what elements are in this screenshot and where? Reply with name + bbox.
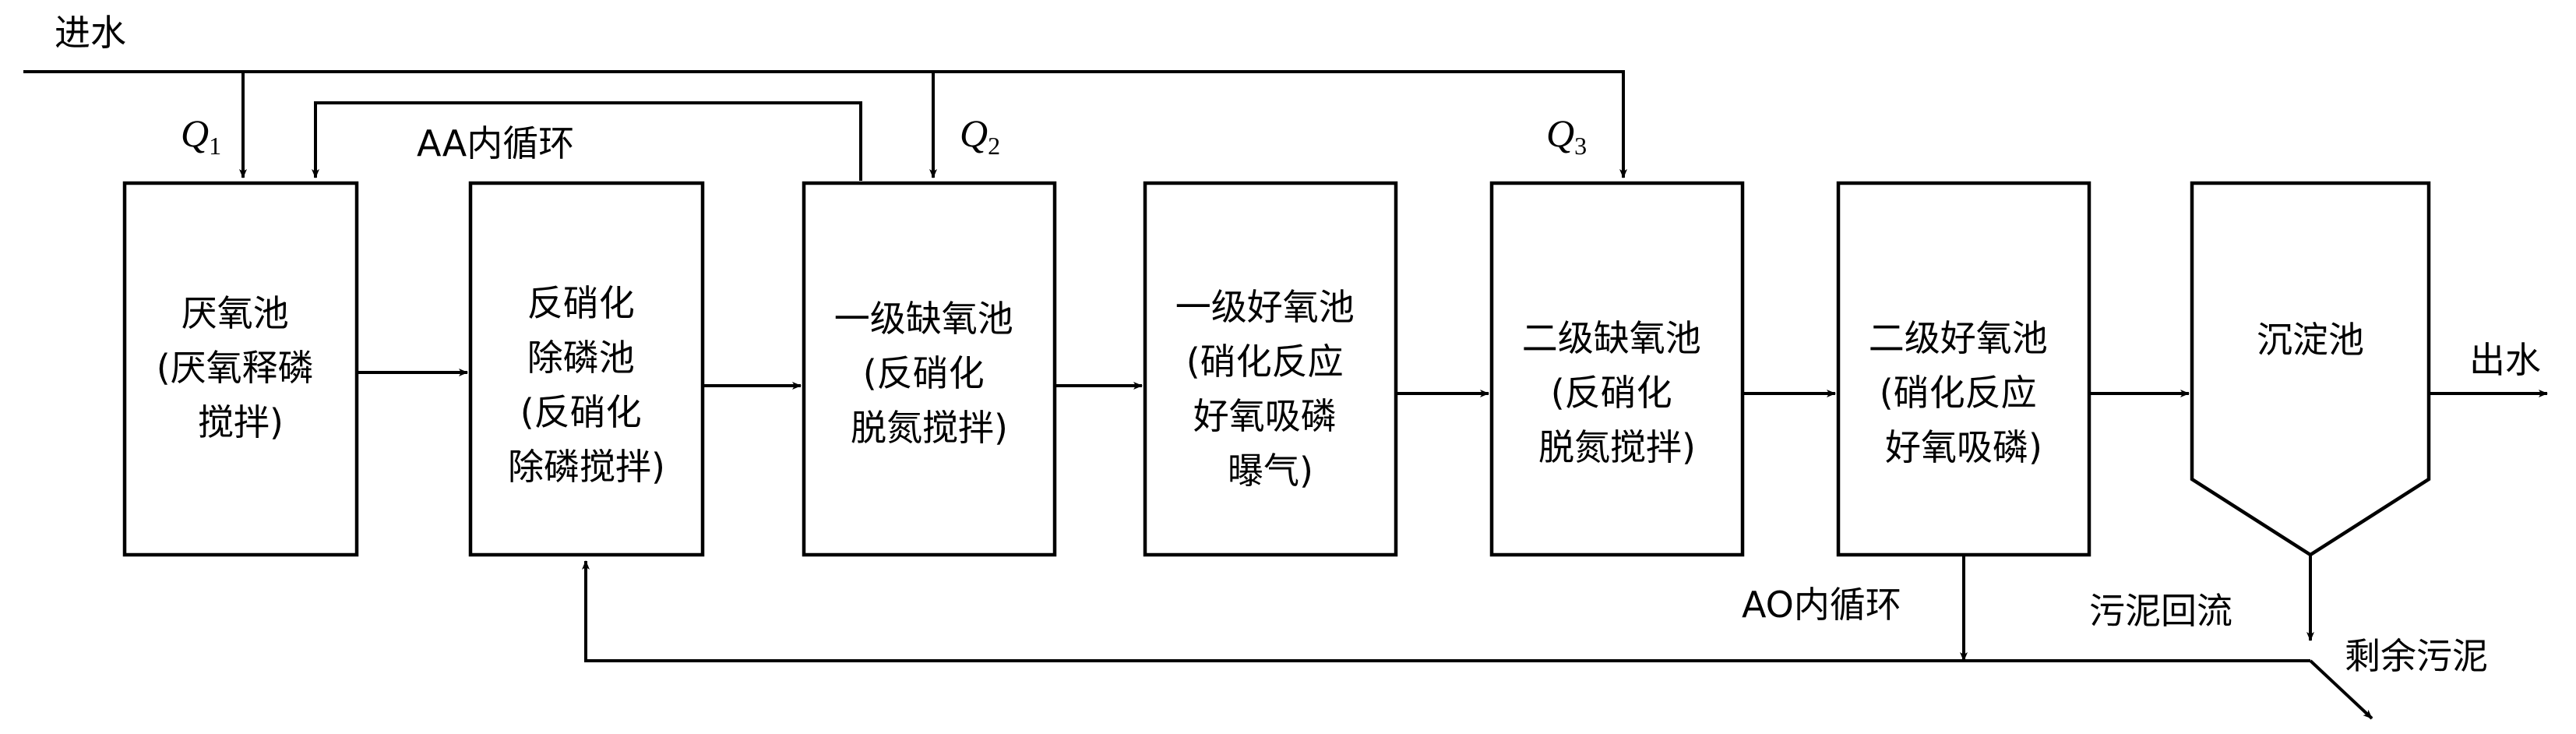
clarifier-label: 沉淀池 [2257, 319, 2364, 361]
aa-recycle-label: AA内循环 [417, 122, 574, 164]
outflow-label: 出水 [2469, 339, 2541, 381]
tank-anoxic-1 [802, 181, 1057, 557]
sludge-return-label: 污泥回流 [2089, 590, 2232, 632]
tank-aerobic-1-label: 一级好氧池 (硝化反应 好氧吸磷 曝气) [1175, 286, 1366, 492]
q1-label: Q1 [181, 111, 221, 160]
return-line [582, 560, 2310, 662]
inflow-line [23, 70, 1627, 178]
excess-sludge-label: 剩余污泥 [2345, 635, 2488, 677]
ao-recycle-label: AO内循环 [1742, 584, 1901, 626]
tank-aerobic-2 [1836, 181, 2091, 557]
tank-denitrifying-p-removal-label: 反硝化 除磷池 (反硝化 除磷搅拌) [508, 282, 665, 488]
tank-anaerobic [122, 181, 359, 557]
q2-label: Q2 [960, 111, 1000, 160]
aa-recycle-line [312, 101, 862, 181]
clarifier [2190, 181, 2431, 557]
tank-aerobic-2-label: 二级好氧池 (硝化反应 好氧吸磷) [1869, 317, 2060, 468]
inflow-label: 进水 [55, 12, 126, 54]
excess-sludge-arrow [2309, 659, 2373, 720]
tank-anoxic-2-label: 二级缺氧池 (反硝化 脱氮搅拌) [1522, 317, 1713, 468]
tank-anoxic-1-label: 一级缺氧池 (反硝化 脱氮搅拌) [834, 298, 1025, 449]
q3-label: Q3 [1546, 111, 1587, 160]
tank-anaerobic-label: 厌氧池 (厌氧释磷 搅拌) [157, 292, 326, 443]
tank-anoxic-2 [1489, 181, 1745, 557]
tank-denitrifying-p-removal [468, 181, 705, 557]
tank-aerobic-1 [1143, 181, 1398, 557]
